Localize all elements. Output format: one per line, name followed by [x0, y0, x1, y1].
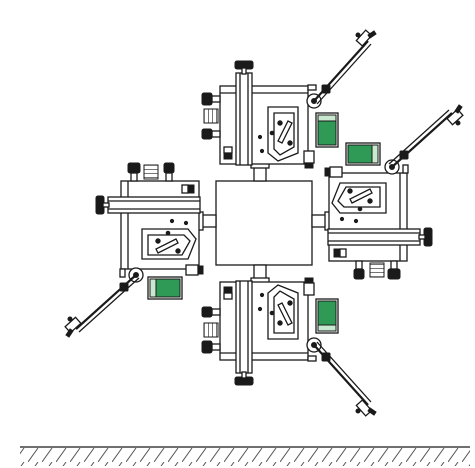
ground-hatch — [20, 446, 470, 466]
stage-left-drawing — [64, 161, 218, 339]
stage-bottom-drawing — [200, 263, 378, 417]
mount-stage-bottom — [200, 263, 378, 417]
mount-stage-left — [64, 161, 218, 339]
center-block — [215, 180, 313, 266]
